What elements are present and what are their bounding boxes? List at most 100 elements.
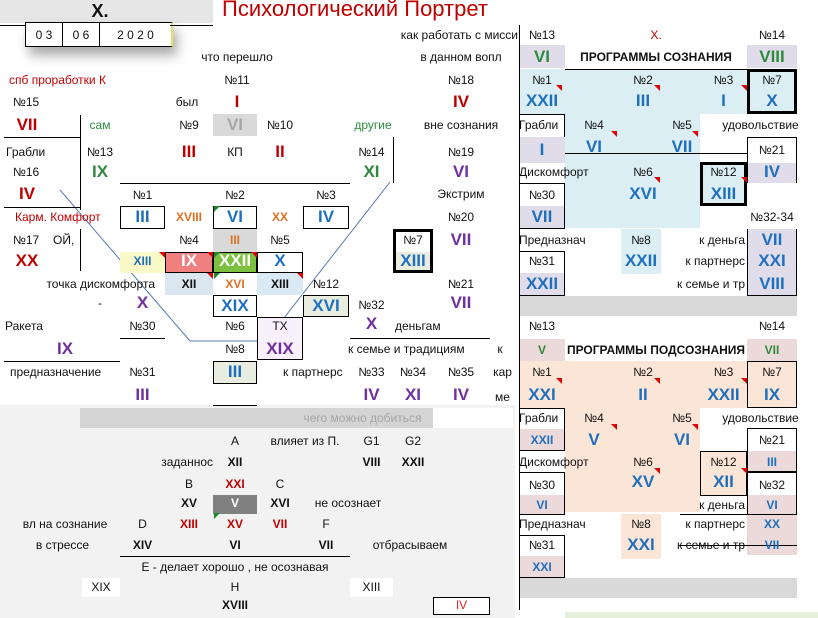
conscious-money-value: VII [761,230,783,249]
s30-fill [520,495,564,514]
conscious-n3-label: №3 [713,73,734,87]
bottom-f-value: VII [318,538,334,552]
left-n5-value: X [274,251,286,270]
grid-line [680,545,797,546]
left-n35-label: №35 [447,365,475,379]
c31-fill [520,273,564,295]
left-mission-label: как работать с мисси [400,28,518,42]
conscious-section-title: ПРОГРАММЫ СОЗНАНИЯ [580,50,732,64]
next-section-band [565,612,818,618]
s-rel-fill [747,515,797,555]
bottom-e-description: E - делает хорошо , не осознавая [141,560,329,574]
left-n16-label: №16 [13,165,40,179]
left-n9-label: №9 [179,118,199,132]
conscious-n30-label: №30 [528,188,556,202]
c13-cell [519,45,565,68]
s-grabli-fill [520,429,564,450]
left-n35-value: IV [452,385,470,404]
page-title: Психологический Портрет [222,0,488,21]
conscious-n3-value: I [721,91,726,110]
comment-marker-icon [692,131,698,137]
conscious-n2-label: №2 [633,73,653,87]
bottom-b-c-link: XXI [225,477,245,491]
conscious-discomfort-label: Дискомфорт [519,165,589,179]
left-n11-label: №11 [224,73,250,87]
left-purpose-label: предназначение [10,365,102,379]
left-n6-label: №6 [225,319,245,333]
vi-cell [213,114,257,136]
s14-cell [747,339,797,361]
date-day: 0 3 [26,23,63,46]
left-incarnation-label: в данном вопл [420,50,502,64]
subconscious-pleasure-label: удовольствие [722,411,799,425]
conscious-n1-value: XXII [525,91,559,110]
bottom-g2-label: G2 [404,434,421,448]
left-me-label: ме [495,390,510,404]
bottom-h-label: H [230,580,240,594]
left-n1-value: III [135,207,150,226]
comment-marker-icon [654,85,660,91]
cell-green [213,252,257,273]
subconscious-n1-label: №1 [532,365,552,379]
cell-yellow [120,252,165,273]
conscious-n14-label: №14 [758,28,786,42]
grid-line [120,338,165,339]
comment-marker-icon [159,252,165,258]
comment-marker-icon [297,273,303,279]
conscious-purpose-label: Предназнач [519,233,586,247]
iv-box [433,597,490,615]
left-n11-value: I [234,92,240,111]
conscious-pleasure-label: удовольствие [722,118,799,132]
bottom-center-value: V [230,496,239,510]
comment-marker-icon [692,424,698,430]
conscious-n8-value: XXII [624,251,658,270]
comment-marker-icon [556,378,562,384]
left-n14-label: №14 [358,145,385,159]
left-oy-label: ОЙ, [53,233,75,247]
conscious-n4-value: VI [585,137,603,156]
conscious-n12-value: XIII [710,184,737,203]
left-n6-top-value: XIX [221,296,249,315]
conscious-money-label: к деньга [699,233,745,247]
left-dash-label: - [98,296,102,310]
conscious-row1-bg [519,69,747,114]
conscious-rakes-label: Грабли [519,118,559,132]
conscious-footer-band [519,296,797,316]
left-n4-value: IX [180,251,198,270]
left-n2-bottom-link: III [229,233,240,247]
left-kp-label: КП [227,145,243,159]
left-tx-label: ТХ [272,319,288,333]
conscious-name-label: X. [650,28,662,42]
comment-marker-icon [611,131,617,137]
left-n17-value: XX [15,251,39,270]
conscious-n21-label: №21 [758,143,786,157]
left-n31-value: III [135,385,150,404]
grid-line [4,137,80,138]
sub-footer-band [519,578,797,598]
conscious-n6-label: №6 [633,165,653,179]
date-year: 2 0 2 0 [117,27,154,42]
subconscious-n13-value: V [537,343,546,357]
left-center-bottom-link: XVI [225,277,245,291]
subconscious-partner-label: к партнерс [685,517,745,531]
bottom-affects-consciousness-label: вл на сознание [22,517,108,531]
bottom-right-h-value: XIII [362,580,381,594]
subconscious-n2-label: №2 [633,365,653,379]
left-n12-value: XVI [312,296,340,315]
left-kar-label: кар [493,365,512,379]
white-strip [433,408,513,428]
grid-line [213,405,257,406]
conscious-n30-value: VII [531,207,553,226]
bottom-d-value: XIV [132,538,153,552]
left-karma-method-label: спб проработки К [9,73,106,87]
subconscious-n2-value: II [638,385,648,404]
subconscious-rakes-value: XXII [530,433,554,447]
c-grabli-fill [519,137,565,163]
s32-box [747,472,797,515]
left-n16-value: IV [18,184,36,203]
xiii-box [350,578,393,597]
subconscious-n6-label: №6 [633,455,653,469]
subconscious-n4-label: №4 [584,411,604,425]
conscious-family-label: к семье и тр [677,277,745,291]
s21-box [747,428,797,472]
